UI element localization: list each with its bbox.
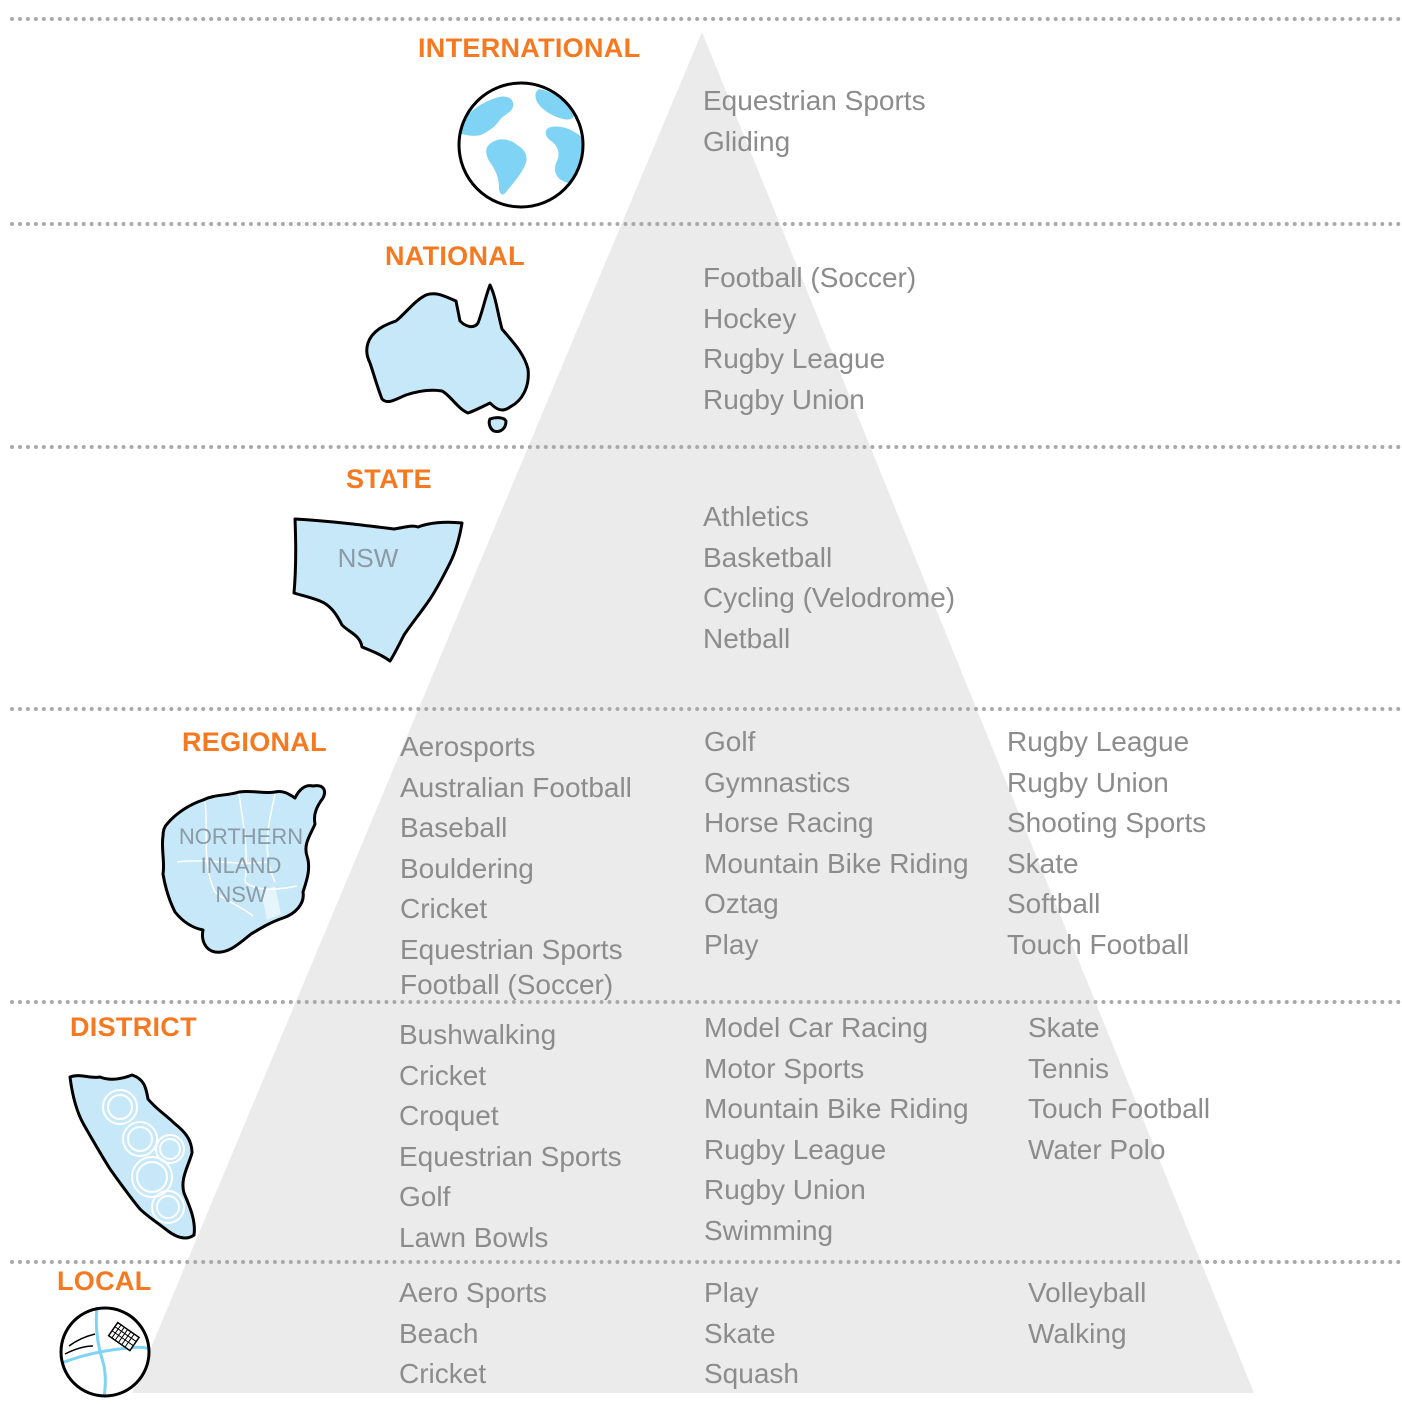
list-item: Swimming bbox=[704, 1214, 834, 1246]
local-sports-column-1: Aero Sports Beach Cricket bbox=[399, 1273, 547, 1395]
list-item: Equestrian Sports bbox=[400, 933, 623, 965]
regional-sports-column-1: Aerosports Australian Football Baseball … bbox=[400, 727, 632, 999]
tier-title-district: DISTRICT bbox=[70, 1012, 197, 1042]
nsw-map-icon: NSW bbox=[292, 517, 464, 663]
list-item: Golf bbox=[704, 726, 756, 757]
list-item: Australian Football bbox=[400, 771, 632, 803]
list-item: Gliding bbox=[703, 125, 791, 157]
globe-icon bbox=[457, 81, 585, 209]
divider-district-local bbox=[10, 1260, 1402, 1264]
list-item: Rugby Union bbox=[704, 1174, 866, 1206]
list-item: Basketball bbox=[703, 541, 833, 573]
list-item: Netball bbox=[703, 622, 791, 654]
list-item: Hockey bbox=[703, 302, 797, 334]
divider-international-national bbox=[10, 222, 1402, 226]
list-item: Football (Soccer) bbox=[703, 262, 917, 293]
tier-title-international: INTERNATIONAL bbox=[418, 33, 641, 63]
list-item: Equestrian Sports bbox=[399, 1140, 622, 1172]
list-item: Skate bbox=[1028, 1012, 1100, 1043]
divider-national-state bbox=[10, 445, 1402, 449]
list-item: Beach bbox=[399, 1317, 479, 1349]
list-item: Football (Soccer) bbox=[400, 968, 614, 1000]
list-item: Athletics bbox=[703, 501, 809, 532]
list-item: Rugby League bbox=[703, 343, 886, 375]
nsw-map-label: NSW bbox=[338, 543, 399, 573]
list-item: Model Car Racing bbox=[704, 1012, 929, 1043]
list-item: Rugby League bbox=[1007, 726, 1190, 757]
tier-title-state: STATE bbox=[346, 464, 432, 494]
tier-title-national: NATIONAL bbox=[385, 241, 525, 271]
list-item: Touch Football bbox=[1028, 1093, 1211, 1125]
international-sports-list: Equestrian Sports Gliding bbox=[703, 81, 926, 162]
list-item: Squash bbox=[704, 1358, 799, 1390]
list-item: Shooting Sports bbox=[1007, 807, 1207, 839]
list-item: Rugby Union bbox=[1007, 766, 1169, 798]
district-sports-column-2: Model Car Racing Motor Sports Mountain B… bbox=[704, 1008, 969, 1252]
list-item: Play bbox=[704, 928, 759, 960]
australia-map-icon bbox=[365, 283, 530, 433]
list-item: Tennis bbox=[1028, 1052, 1109, 1084]
list-item: Aerosports bbox=[400, 731, 536, 762]
northern-inland-map-icon: NORTHERN INLAND NSW bbox=[160, 784, 327, 954]
list-item: Volleyball bbox=[1028, 1277, 1147, 1308]
list-item: Walking bbox=[1028, 1317, 1127, 1349]
list-item: Bushwalking bbox=[399, 1019, 557, 1050]
list-item: Cricket bbox=[399, 1358, 487, 1390]
state-sports-list: Athletics Basketball Cycling (Velodrome)… bbox=[703, 497, 955, 659]
list-item: Lawn Bowls bbox=[399, 1221, 549, 1253]
region-map-label-line-3: NSW bbox=[215, 882, 267, 907]
list-item: Softball bbox=[1007, 888, 1101, 920]
list-item: Baseball bbox=[400, 812, 508, 844]
list-item: Rugby Union bbox=[703, 383, 865, 415]
list-item: Skate bbox=[704, 1317, 776, 1349]
list-item: Equestrian Sports bbox=[703, 85, 926, 116]
list-item: Water Polo bbox=[1028, 1133, 1166, 1165]
divider-top bbox=[10, 17, 1402, 21]
list-item: Bouldering bbox=[400, 852, 534, 884]
tier-title-regional: REGIONAL bbox=[182, 727, 327, 757]
list-item: Mountain Bike Riding bbox=[704, 1093, 969, 1125]
region-map-label-line-2: INLAND bbox=[201, 853, 282, 878]
list-item: Cycling (Velodrome) bbox=[703, 582, 956, 614]
regional-sports-column-2: Golf Gymnastics Horse Racing Mountain Bi… bbox=[704, 722, 969, 966]
list-item: Croquet bbox=[399, 1100, 499, 1132]
list-item: Cricket bbox=[400, 893, 488, 925]
regional-sports-column-3: Rugby League Rugby Union Shooting Sports… bbox=[1007, 722, 1206, 966]
national-sports-list: Football (Soccer) Hockey Rugby League Ru… bbox=[703, 258, 916, 420]
list-item: Golf bbox=[399, 1181, 451, 1213]
list-item: Gymnastics bbox=[704, 766, 851, 798]
list-item: Motor Sports bbox=[704, 1052, 865, 1084]
list-item: Oztag bbox=[704, 888, 779, 920]
list-item: Mountain Bike Riding bbox=[704, 847, 969, 879]
district-map-icon bbox=[68, 1073, 196, 1240]
district-sports-column-3: Skate Tennis Touch Football Water Polo bbox=[1028, 1008, 1210, 1170]
list-item: Aero Sports bbox=[399, 1277, 547, 1308]
local-map-icon bbox=[59, 1306, 151, 1398]
list-item: Cricket bbox=[399, 1059, 487, 1091]
region-map-label-line-1: NORTHERN bbox=[179, 824, 303, 849]
local-sports-column-2: Play Skate Squash bbox=[704, 1273, 799, 1395]
divider-regional-district bbox=[10, 1000, 1402, 1004]
list-item: Touch Football bbox=[1007, 928, 1190, 960]
list-item: Play bbox=[704, 1277, 759, 1308]
tier-title-local: LOCAL bbox=[57, 1266, 152, 1296]
district-sports-column-1: Bushwalking Cricket Croquet Equestrian S… bbox=[399, 1015, 622, 1259]
local-sports-column-3: Volleyball Walking bbox=[1028, 1273, 1146, 1354]
list-item: Skate bbox=[1007, 847, 1079, 879]
list-item: Horse Racing bbox=[704, 807, 874, 839]
divider-state-regional bbox=[10, 707, 1402, 711]
list-item: Rugby League bbox=[704, 1133, 887, 1165]
